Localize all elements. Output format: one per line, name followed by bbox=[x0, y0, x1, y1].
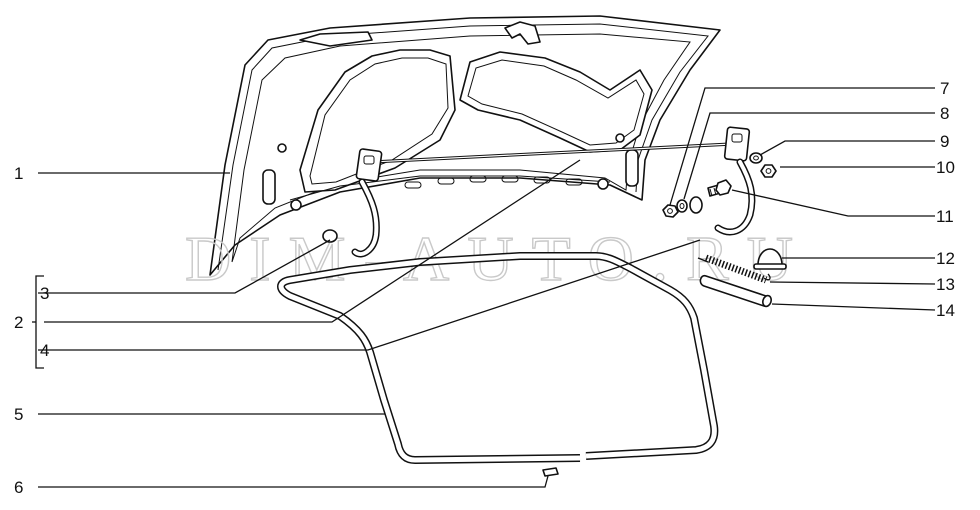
callout-11: 11 bbox=[936, 207, 954, 226]
left-hinge bbox=[322, 148, 383, 258]
callout-1: 1 bbox=[14, 164, 23, 183]
nut-7 bbox=[662, 204, 679, 218]
sleeve-14 bbox=[699, 274, 772, 308]
callout-12: 12 bbox=[936, 249, 955, 268]
bump-stop-12 bbox=[753, 248, 787, 270]
clip-6 bbox=[542, 467, 559, 477]
callout-10: 10 bbox=[936, 158, 955, 177]
leader-lines bbox=[32, 87, 936, 488]
callout-4: 4 bbox=[40, 341, 49, 360]
callout-9: 9 bbox=[940, 132, 949, 151]
callout-labels: 1 2 3 4 5 6 7 8 9 10 11 12 13 14 bbox=[14, 79, 955, 497]
washer-9 bbox=[749, 152, 763, 164]
callout-13: 13 bbox=[936, 275, 955, 294]
trunk-seal bbox=[277, 252, 719, 464]
callout-7: 7 bbox=[940, 79, 949, 98]
callout-14: 14 bbox=[936, 301, 955, 320]
washer-8 bbox=[676, 199, 688, 213]
callout-5: 5 bbox=[14, 405, 23, 424]
spring-13 bbox=[697, 254, 771, 284]
callout-2: 2 bbox=[14, 313, 23, 332]
rib-slots bbox=[404, 175, 583, 189]
callout-6: 6 bbox=[14, 478, 23, 497]
callout-3: 3 bbox=[40, 284, 49, 303]
bolt-11 bbox=[707, 179, 732, 197]
nut-10 bbox=[760, 164, 777, 178]
right-hinge bbox=[689, 126, 756, 236]
callout-8: 8 bbox=[940, 104, 949, 123]
torsion-bar bbox=[371, 142, 733, 164]
trunk-lid bbox=[209, 15, 721, 276]
